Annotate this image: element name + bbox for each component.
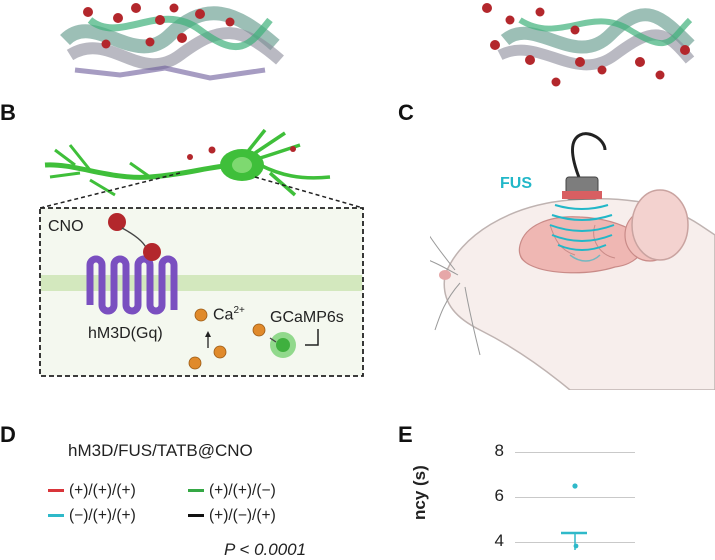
gridline (515, 452, 635, 453)
legend-label: (+)/(+)/(−) (209, 482, 276, 499)
cno-label: CNO (48, 218, 84, 235)
calcium-label: Ca2+ (213, 305, 245, 324)
ultrasound-waves (549, 204, 615, 251)
p-value: P < 0.0001 (224, 540, 307, 559)
panel-d-title: hM3D/FUS/TATB@CNO (68, 441, 253, 460)
legend-label: (+)/(+)/(+) (69, 482, 136, 499)
legend-swatch (48, 489, 64, 493)
panel-a-frameworks (60, 3, 695, 87)
neuron (44, 128, 331, 197)
membrane (41, 275, 362, 291)
calcium-charge: 2+ (233, 305, 245, 316)
panel-b-diagram (39, 128, 364, 377)
data-point (573, 543, 579, 549)
y-axis-label: ncy (s) (410, 465, 429, 520)
cno-molecule-free (108, 213, 126, 231)
gcamp-label: GCaMP6s (270, 309, 344, 326)
panel-e-letter: E (398, 422, 413, 447)
legend-item: (−)/(+)/(+) (48, 507, 136, 525)
legend-label: (−)/(+)/(+) (69, 507, 136, 524)
cno-molecule-bound (143, 243, 161, 261)
y-tick: 6 (494, 486, 504, 505)
panel-b-letter: B (0, 100, 16, 125)
receptor-hm3d (86, 255, 178, 315)
panel-c-letter: C (398, 100, 414, 125)
legend-swatch (188, 514, 204, 518)
panel-e-data-marks (561, 483, 587, 550)
legend-item: (+)/(−)/(+) (188, 507, 276, 525)
y-tick: 8 (494, 441, 504, 460)
gcamp-sensor (269, 332, 296, 358)
data-point (572, 483, 578, 489)
legend-item: (+)/(+)/(+) (48, 482, 136, 500)
calcium-text: Ca (213, 306, 234, 324)
gridline (515, 497, 635, 498)
legend-item: (+)/(+)/(−) (188, 482, 276, 500)
calcium-ions (188, 308, 266, 370)
framework-right (482, 3, 695, 87)
panel-c-mouse-illustration (430, 132, 715, 390)
legend-swatch (48, 514, 64, 518)
receptor-label: hM3D(Gq) (88, 325, 163, 342)
framework-left (60, 3, 284, 81)
legend-label: (+)/(−)/(+) (209, 507, 276, 524)
y-tick: 4 (494, 531, 504, 550)
fus-label: FUS (500, 175, 532, 192)
legend-swatch (188, 489, 204, 493)
panel-d-letter: D (0, 422, 16, 447)
inset-box (39, 207, 364, 377)
